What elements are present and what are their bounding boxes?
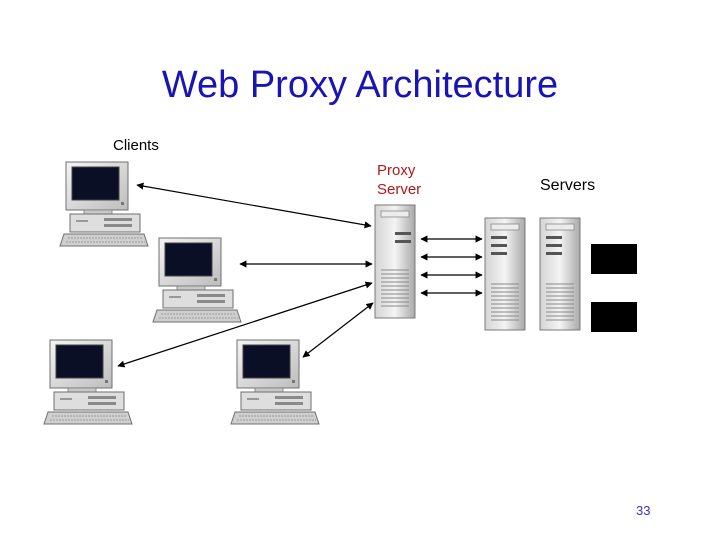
proxy-label-line-2: Server <box>377 181 422 198</box>
proxy-server-label: Proxy Server <box>377 161 421 199</box>
server-box-1 <box>591 244 637 274</box>
proxy-label-line-1: Proxy <box>377 162 416 179</box>
server-box-2 <box>591 302 637 332</box>
clients-label: Clients <box>113 137 159 154</box>
client-computer-4 <box>230 339 320 425</box>
client-computer-1 <box>59 161 149 247</box>
servers-label: Servers <box>540 177 596 194</box>
proxy-server-tower <box>374 204 416 319</box>
client-computer-2 <box>152 237 242 323</box>
arrow-client-4-proxy <box>302 302 374 358</box>
server-tower-2 <box>539 217 581 331</box>
page-number: 33 <box>636 503 651 518</box>
slide-title: Web Proxy Architecture <box>161 64 559 106</box>
client-computer-3 <box>43 339 133 425</box>
arrow-client-1-proxy <box>136 182 372 229</box>
server-tower-1 <box>484 217 526 331</box>
arrow-client-3-proxy <box>117 281 373 368</box>
